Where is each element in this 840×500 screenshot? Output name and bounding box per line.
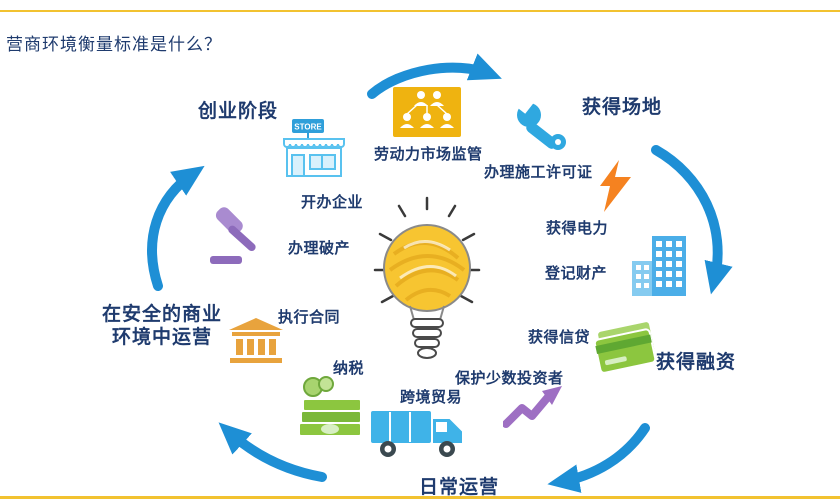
stage-operations: 日常运营 bbox=[419, 477, 500, 498]
courthouse-icon bbox=[229, 318, 283, 363]
stage-startup: 创业阶段 bbox=[198, 101, 279, 122]
buildings-icon bbox=[632, 236, 686, 296]
truck-icon bbox=[369, 409, 464, 457]
arrow-bottom-right bbox=[547, 423, 650, 493]
item-getting-credit: 获得信贷 bbox=[528, 329, 591, 346]
item-paying-taxes: 纳税 bbox=[333, 360, 365, 377]
item-electricity: 获得电力 bbox=[546, 220, 609, 237]
stage-financing: 获得融资 bbox=[656, 352, 737, 373]
bottom-accent-line bbox=[0, 496, 840, 499]
money-stack-icon bbox=[298, 376, 362, 437]
top-accent-line bbox=[0, 10, 840, 12]
wrench-icon bbox=[515, 100, 566, 150]
item-insolvency: 办理破产 bbox=[288, 240, 351, 257]
item-labor-market: 劳动力市场监管 bbox=[374, 146, 483, 163]
org-chart-people-icon bbox=[393, 87, 461, 137]
gavel-icon bbox=[210, 207, 256, 264]
stage-safe-environment: 在安全的商业 环境中运营 bbox=[82, 303, 242, 349]
item-starting-business: 开办企业 bbox=[301, 194, 364, 211]
lightbulb-icon bbox=[373, 196, 481, 359]
arrow-left bbox=[147, 165, 205, 291]
stage-premises: 获得场地 bbox=[582, 97, 663, 118]
lightning-bolt-icon bbox=[600, 160, 631, 212]
item-registering-property: 登记财产 bbox=[545, 265, 608, 282]
item-construction-permits: 办理施工许可证 bbox=[484, 164, 593, 181]
stage-safe-environment-line1: 在安全的商业 bbox=[101, 304, 222, 325]
item-cross-border-trade: 跨境贸易 bbox=[400, 389, 463, 406]
storefront-icon: STORE bbox=[283, 119, 345, 177]
growth-arrow-icon bbox=[503, 386, 562, 428]
store-sign-label: STORE bbox=[294, 123, 322, 132]
item-minority-investors: 保护少数投资者 bbox=[455, 370, 564, 387]
page-title: 营商环境衡量标准是什么？ bbox=[6, 35, 222, 54]
stage-safe-environment-line2: 环境中运营 bbox=[111, 327, 212, 348]
item-enforcing-contracts: 执行合同 bbox=[278, 309, 341, 326]
credit-card-icon bbox=[593, 320, 657, 374]
